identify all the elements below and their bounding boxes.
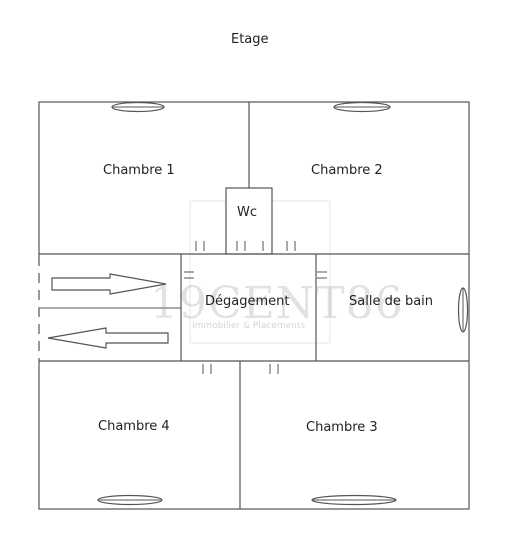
door-ticks-top bbox=[195, 241, 296, 251]
room-label-chambre-4: Chambre 4 bbox=[98, 419, 170, 434]
room-label-degagement: Dégagement bbox=[205, 294, 290, 309]
door-ticks-bottom bbox=[202, 364, 279, 374]
room-label-chambre-1: Chambre 1 bbox=[103, 163, 175, 178]
room-label-salle-de-bain: Salle de bain bbox=[349, 294, 434, 309]
stair-arrow-left bbox=[47, 327, 169, 349]
floor-title: Etage bbox=[231, 32, 269, 47]
watermark-brand: 19CENT86 bbox=[150, 278, 404, 329]
door-ticks-sides bbox=[184, 271, 327, 279]
room-label-chambre-3: Chambre 3 bbox=[306, 420, 378, 435]
stair-arrow-right bbox=[51, 273, 167, 295]
watermark-tagline: Immobilier & Placements bbox=[192, 321, 306, 331]
wc-walls bbox=[225, 187, 273, 255]
room-label-chambre-2: Chambre 2 bbox=[311, 163, 383, 178]
room-label-wc: Wc bbox=[237, 205, 258, 220]
